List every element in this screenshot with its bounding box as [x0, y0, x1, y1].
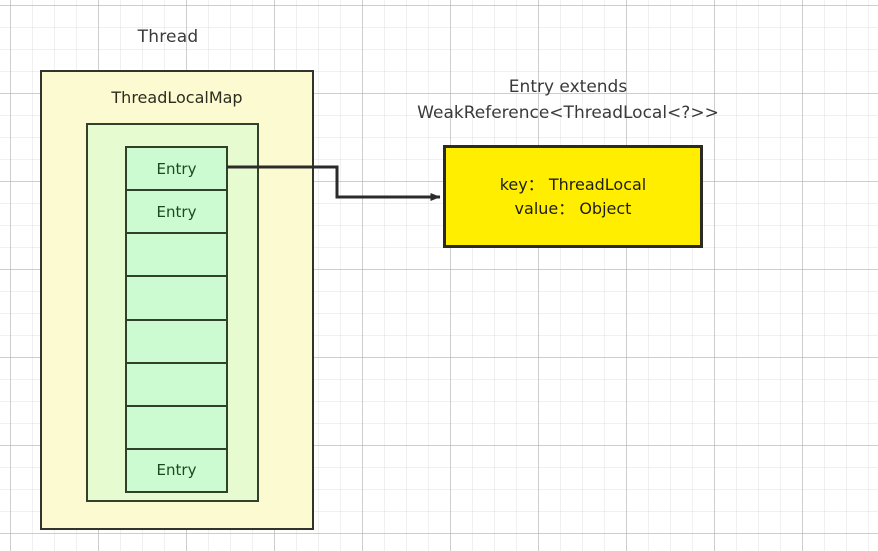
entry-cell [127, 320, 226, 364]
entry-cell: Entry [127, 191, 226, 235]
entry-cell [127, 363, 226, 407]
threadlocalmap-label: ThreadLocalMap [111, 88, 243, 107]
value-line: value： Object [514, 198, 632, 218]
entry-cell [127, 406, 226, 450]
entry-cell [127, 234, 226, 278]
thread-label: Thread [137, 27, 199, 47]
entry-cell: Entry [127, 148, 226, 192]
entry-caption-line2: WeakReference<ThreadLocal<?>> [417, 103, 719, 123]
key-value-box: key： ThreadLocal value： Object [443, 145, 703, 248]
entry-caption-line1: Entry extends [508, 77, 628, 97]
entry-cell: Entry [127, 449, 226, 491]
key-line: key： ThreadLocal [499, 174, 647, 194]
entry-caption: Entry extends WeakReference<ThreadLocal<… [368, 74, 768, 126]
entry-cell [127, 277, 226, 321]
entry-table: Entry Entry Entry [125, 146, 228, 493]
